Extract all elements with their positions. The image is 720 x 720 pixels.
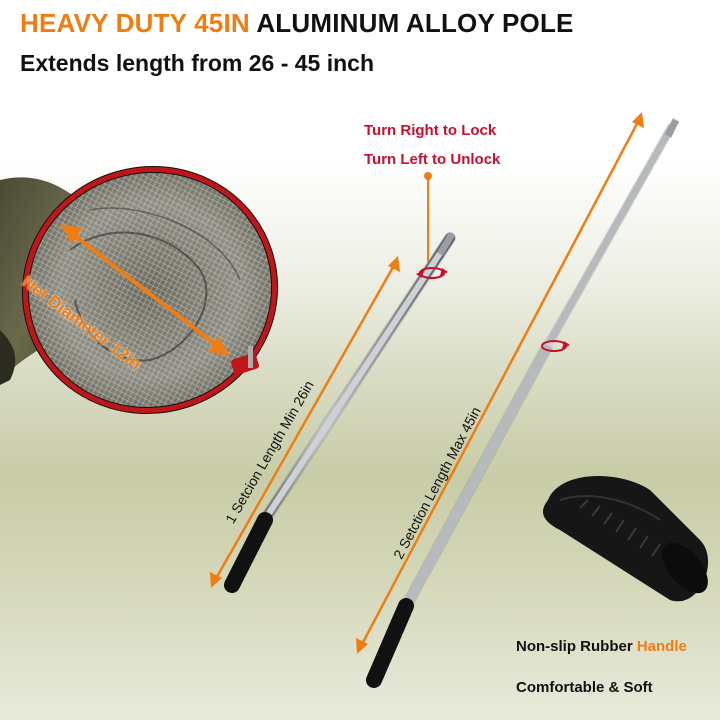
headline-accent: HEAVY DUTY 45IN bbox=[20, 8, 250, 38]
handle-closeup bbox=[543, 476, 709, 602]
lock-pointer bbox=[424, 172, 432, 262]
handle-caption: Non-slip Rubber Handle bbox=[516, 638, 687, 655]
long-pole bbox=[366, 118, 680, 688]
handle-caption-prefix: Non-slip Rubber bbox=[516, 638, 633, 655]
long-length-arrow bbox=[356, 112, 644, 654]
headline-rest: ALUMINUM ALLOY POLE bbox=[256, 8, 574, 38]
short-length-arrow bbox=[210, 256, 400, 588]
short-pole bbox=[224, 232, 456, 593]
unlock-instruction: Turn Left to Unlock bbox=[364, 151, 501, 168]
lock-instruction: Turn Right to Lock bbox=[364, 122, 497, 139]
landing-net bbox=[21, 166, 279, 414]
handle-caption-accent: Handle bbox=[636, 638, 687, 655]
headline: HEAVY DUTY 45IN ALUMINUM ALLOY POLE bbox=[20, 8, 574, 39]
comfort-caption: Comfortable & Soft bbox=[516, 679, 653, 696]
subheadline: Extends length from 26 - 45 inch bbox=[20, 50, 375, 76]
